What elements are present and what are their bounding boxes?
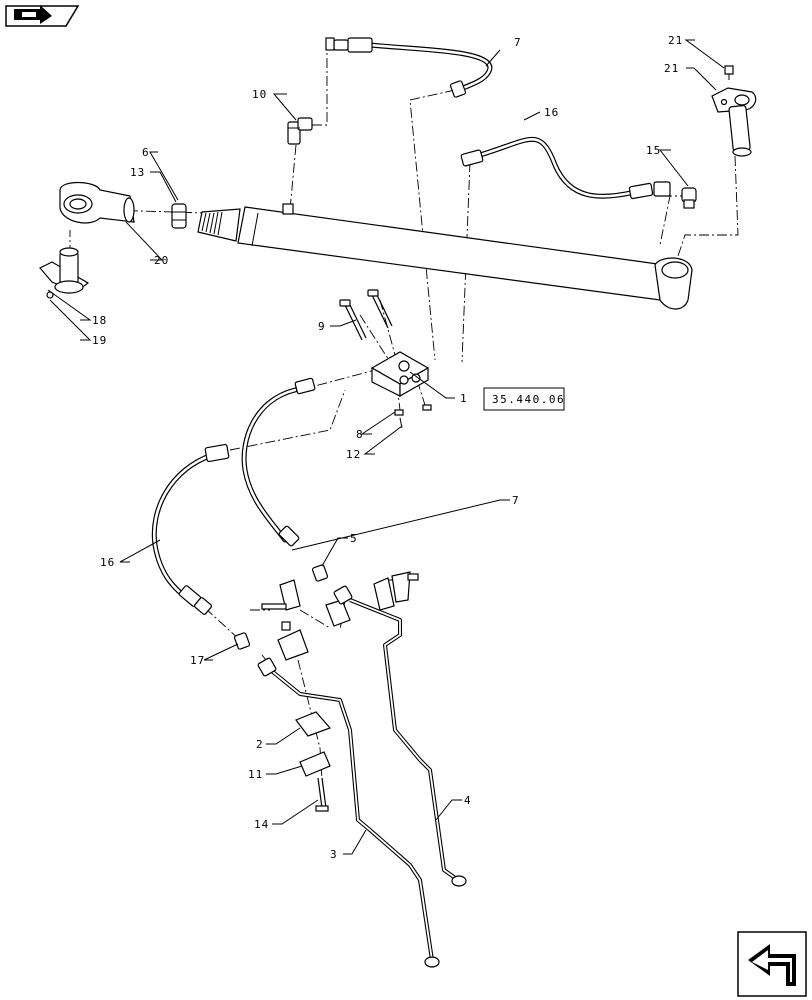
jam-nut <box>171 203 187 229</box>
assembly-lines <box>69 40 739 781</box>
callout-12: 11 <box>248 768 263 781</box>
callout-10: 12 <box>346 448 361 461</box>
callout-5: 5 <box>350 532 358 545</box>
callout-14: 13 <box>130 166 145 179</box>
callout-labels: 7 10 16 6 13 20 15 21 21 18 19 9 1 8 12 … <box>92 34 683 861</box>
tube-3 <box>257 657 440 968</box>
upper-right-hose <box>460 136 671 200</box>
callout-11: 10 <box>252 88 267 101</box>
elbow-fitting <box>287 117 313 145</box>
upper-hose <box>325 37 493 98</box>
hydraulic-cylinder <box>197 203 693 310</box>
callout-1: 1 <box>460 392 468 405</box>
callout-18: 20 <box>154 254 169 267</box>
callout-7-lower: 7 <box>512 494 520 507</box>
bolt-21-right <box>724 65 734 80</box>
leader-lines <box>47 39 725 855</box>
callout-3: 3 <box>330 848 338 861</box>
callout-13: 14 <box>254 818 269 831</box>
reference-box-label: 35.440.06 <box>492 393 565 406</box>
reference-box[interactable]: 35.440.06 <box>483 387 565 411</box>
lower-hose-16 <box>151 443 230 615</box>
bolts-9 <box>339 289 393 341</box>
callout-21-left: 19 <box>92 334 107 347</box>
callout-17: 17 <box>190 654 205 667</box>
callout-16-upper: 16 <box>544 106 559 119</box>
callout-4: 4 <box>464 794 472 807</box>
callout-9: 9 <box>318 320 326 333</box>
callout-16-lower: 16 <box>100 556 115 569</box>
rod-end-eye <box>59 181 135 224</box>
arrow-return-icon[interactable] <box>737 931 807 997</box>
callout-7-upper: 7 <box>514 36 522 49</box>
callout-8: 8 <box>356 428 364 441</box>
pin-right <box>711 87 757 157</box>
arrow-right-icon[interactable] <box>5 5 80 27</box>
valve-block <box>370 351 430 398</box>
washers <box>394 404 432 429</box>
fitting-15 <box>681 187 697 209</box>
pin-left <box>39 247 90 299</box>
fitting-17 <box>233 632 251 650</box>
callout-19: 18 <box>92 314 107 327</box>
callout-15: 15 <box>646 144 661 157</box>
callout-2: 2 <box>256 738 264 751</box>
callout-20: 21 <box>664 62 679 75</box>
clamps <box>261 571 419 777</box>
bolt-13 <box>315 777 329 812</box>
callout-21-right: 21 <box>668 34 683 47</box>
fitting-5 <box>311 564 329 582</box>
callout-6: 6 <box>142 146 150 159</box>
tube-4 <box>333 585 467 887</box>
lower-hose-7 <box>241 377 316 547</box>
